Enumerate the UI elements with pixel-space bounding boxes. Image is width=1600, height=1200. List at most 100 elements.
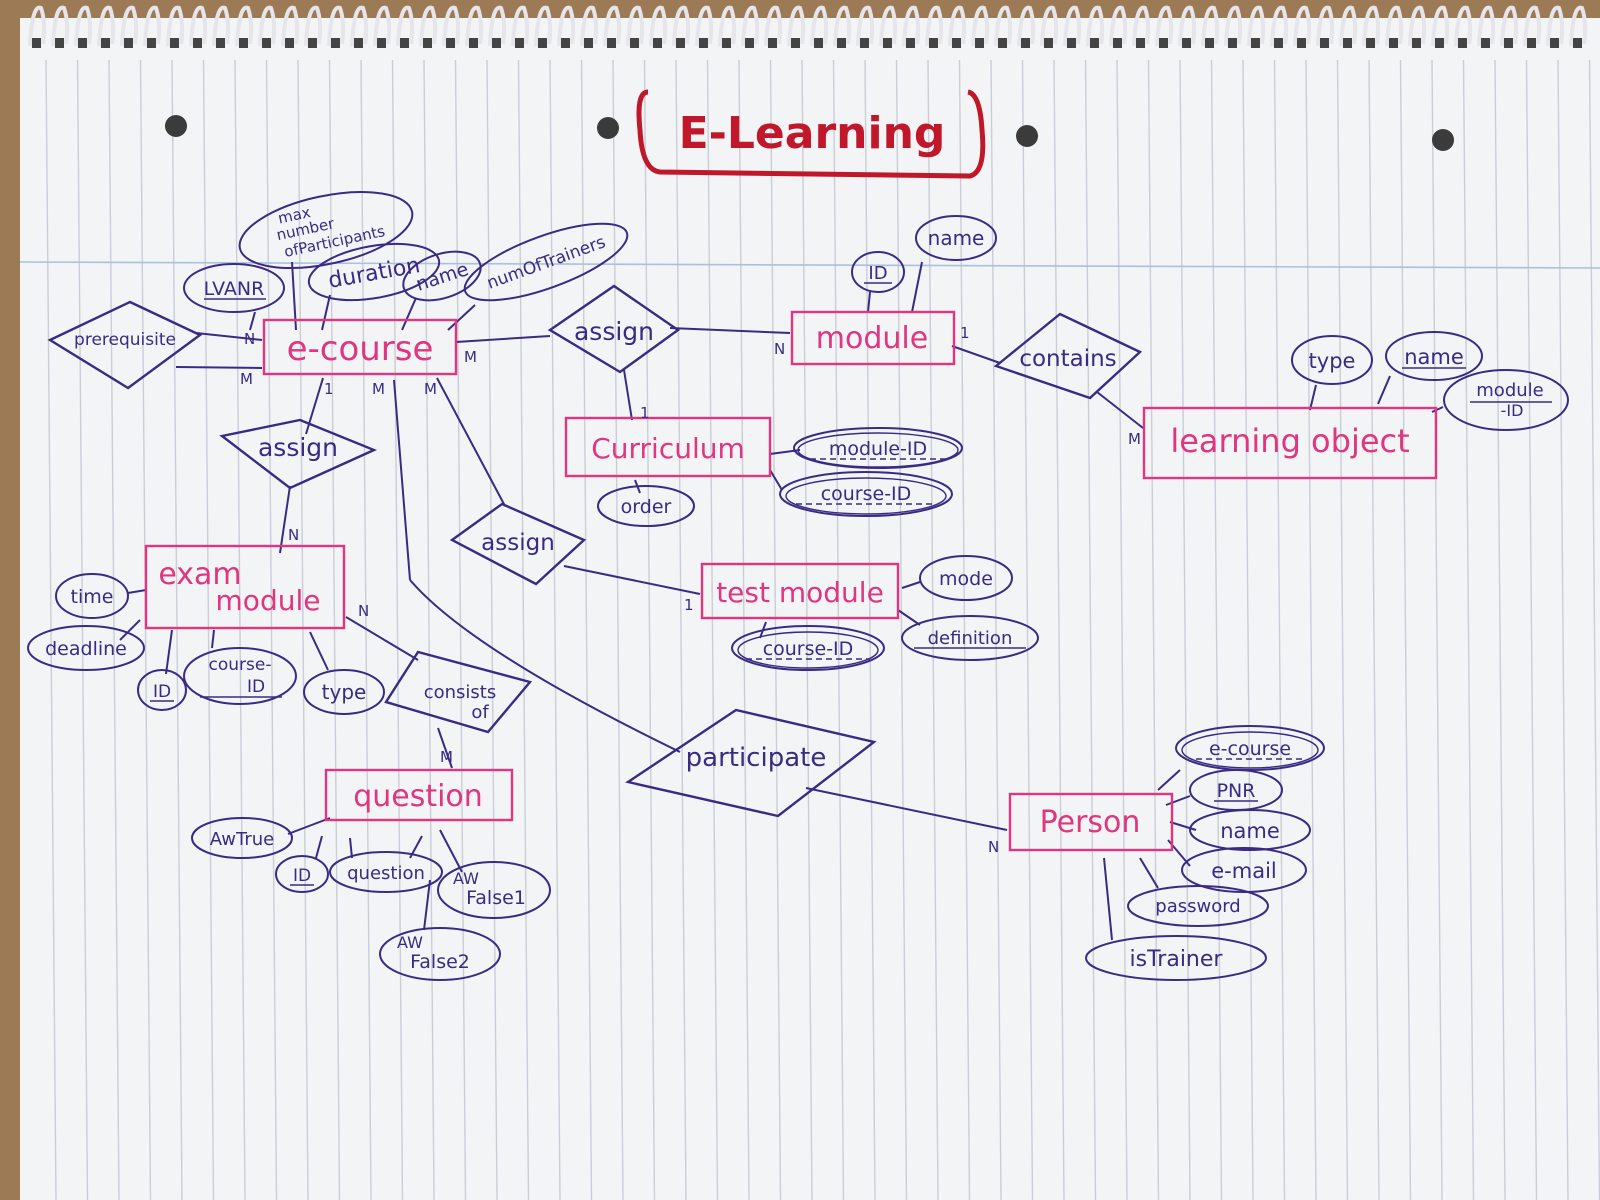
- svg-text:False1: False1: [466, 887, 526, 909]
- relationship-participate: participate: [625, 708, 877, 818]
- svg-text:M: M: [1128, 430, 1141, 448]
- spiral-ring: [971, 5, 990, 47]
- spiral-ring: [741, 5, 760, 47]
- spiral-ring: [557, 5, 576, 47]
- ring-hole: [262, 38, 271, 48]
- ring-hole: [1159, 38, 1168, 48]
- attribute-test-definition: definition: [901, 615, 1039, 661]
- spiral-ring: [1431, 5, 1450, 47]
- spiral-ring: [1017, 5, 1036, 47]
- spiral-ring: [1086, 5, 1105, 47]
- ruled-line: [990, 59, 1002, 1200]
- ring-hole: [1320, 38, 1329, 48]
- ruled-line: [895, 59, 908, 1200]
- entity-module: module: [790, 310, 956, 366]
- svg-text:M: M: [372, 380, 385, 398]
- spiral-ring: [1224, 5, 1243, 47]
- ring-hole: [722, 38, 731, 48]
- ring-hole: [78, 38, 87, 48]
- ring-hole: [561, 38, 570, 48]
- svg-text:course-ID: course-ID: [763, 638, 854, 660]
- svg-text:contains: contains: [1019, 346, 1116, 372]
- svg-text:password: password: [1155, 896, 1240, 917]
- ruled-line: [549, 59, 561, 1200]
- spiral-ring: [672, 5, 691, 47]
- relationship-assign-module: assign: [547, 284, 681, 374]
- spiral-ring: [925, 5, 944, 47]
- ring-hole: [1458, 38, 1467, 48]
- ring-hole: [952, 38, 961, 48]
- svg-text:1: 1: [640, 404, 650, 422]
- ring-hole: [1136, 38, 1145, 48]
- ring-hole: [1021, 38, 1030, 48]
- attribute-person-email: e-mail: [1181, 847, 1307, 893]
- spiral-ring: [856, 5, 875, 47]
- ruled-line: [1147, 59, 1160, 1200]
- svg-text:question: question: [353, 779, 483, 814]
- ruled-line: [1368, 59, 1380, 1200]
- ring-hole: [423, 38, 432, 48]
- ruled-line: [1273, 59, 1286, 1200]
- ruled-line: [1557, 59, 1569, 1200]
- ruled-line: [1399, 59, 1412, 1200]
- spiral-ring: [327, 5, 346, 47]
- ring-hole: [745, 38, 754, 48]
- ring-hole: [331, 38, 340, 48]
- svg-text:M: M: [424, 380, 437, 398]
- relationship-prerequisite: prerequisite: [47, 300, 203, 390]
- ring-hole: [469, 38, 478, 48]
- ruled-line: [1336, 59, 1349, 1200]
- svg-text:e-mail: e-mail: [1211, 859, 1277, 883]
- ruled-line: [1179, 59, 1191, 1200]
- attribute-lo-type: type: [1291, 335, 1373, 385]
- spiral-ring: [281, 5, 300, 47]
- svg-text:N: N: [358, 602, 369, 620]
- ring-hole: [676, 38, 685, 48]
- attribute-exam-deadline: deadline: [27, 625, 145, 671]
- svg-text:question: question: [347, 863, 425, 884]
- svg-text:AwTrue: AwTrue: [210, 829, 275, 850]
- spiral-ring: [189, 5, 208, 47]
- svg-text:type: type: [322, 680, 367, 704]
- attribute-question-awfalse1: AW False1: [437, 861, 551, 919]
- spiral-ring: [718, 5, 737, 47]
- ruled-line: [1305, 59, 1317, 1200]
- spiral-ring: [764, 5, 783, 47]
- ring-hole: [515, 38, 524, 48]
- spiral-ring: [235, 5, 254, 47]
- spiral-ring: [833, 5, 852, 47]
- svg-text:learning object: learning object: [1170, 422, 1409, 460]
- ruled-line: [454, 59, 467, 1200]
- title-box: E-Learning: [636, 89, 986, 179]
- spiral-binding: [28, 5, 1588, 48]
- ring-hole: [1205, 38, 1214, 48]
- svg-text:1: 1: [684, 596, 694, 614]
- ring-hole: [124, 38, 133, 48]
- ring-hole: [1274, 38, 1283, 48]
- ruled-line: [580, 59, 593, 1200]
- ruled-line: [202, 59, 215, 1200]
- ruled-line: [139, 59, 152, 1200]
- svg-text:isTrainer: isTrainer: [1130, 947, 1224, 972]
- ruled-line: [958, 59, 971, 1200]
- relationship-contains: contains: [993, 312, 1143, 400]
- ruled-line: [643, 59, 656, 1200]
- entity-e-course: e-course: [262, 318, 458, 376]
- attribute-person-is-trainer: isTrainer: [1085, 935, 1267, 981]
- relationship-assign-exam: assign: [219, 418, 378, 490]
- svg-text:False2: False2: [410, 951, 470, 973]
- ring-hole: [929, 38, 938, 48]
- attribute-question-question: question: [329, 851, 443, 893]
- svg-text:M: M: [440, 748, 453, 766]
- attribute-person-password: password: [1127, 885, 1269, 927]
- svg-text:time: time: [71, 586, 114, 608]
- page-title: E-Learning: [679, 108, 946, 159]
- ruled-line: [612, 59, 624, 1200]
- ruled-line: [1494, 59, 1506, 1200]
- spiral-ring: [1385, 5, 1404, 47]
- ring-hole: [1435, 38, 1444, 48]
- spiral-ring: [626, 5, 645, 47]
- spiral-ring: [28, 5, 47, 47]
- spiral-ring: [442, 5, 461, 47]
